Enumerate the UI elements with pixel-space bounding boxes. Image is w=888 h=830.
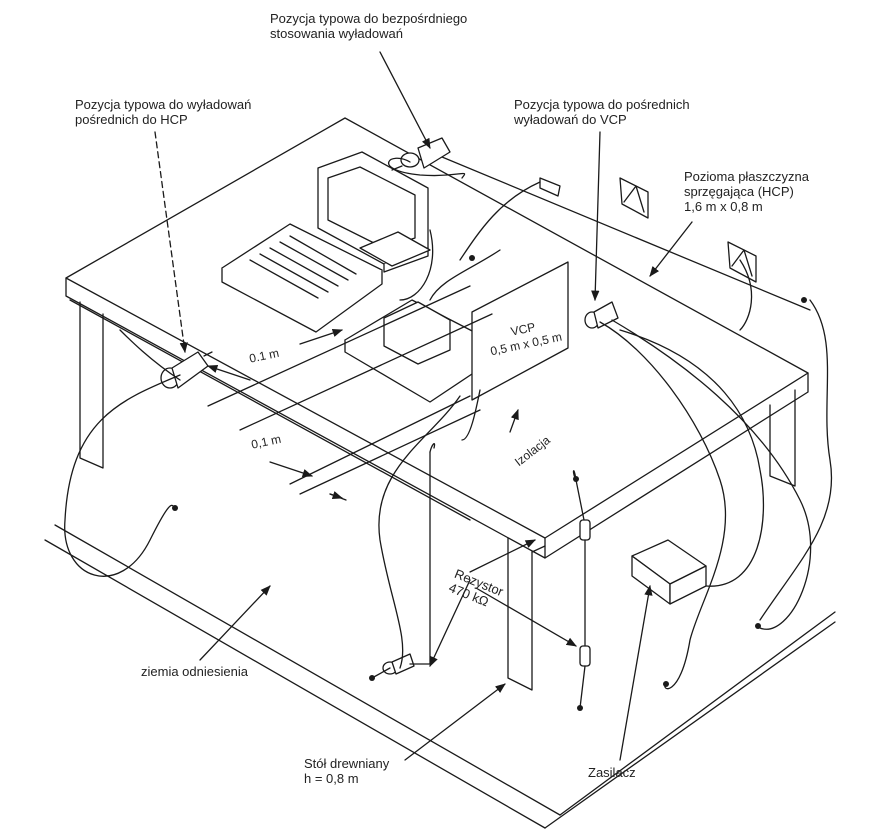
label-direct-discharge: Pozycja typowa do bezpośrdniego stosowan…	[270, 11, 467, 41]
vcp-plane	[471, 261, 569, 401]
cable-terminals	[172, 255, 807, 711]
resistor-chain	[575, 479, 591, 709]
label-direct-discharge-line2: stosowania wyładowań	[270, 26, 403, 41]
esd-gun-hcp	[160, 351, 213, 389]
label-indirect-hcp-line1: Pozycja typowa do wyładowań	[75, 97, 252, 112]
label-indirect-hcp-line2: pośrednich do HCP	[75, 112, 188, 127]
label-hcp: Pozioma płaszczyzna sprzęgająca (HCP) 1,…	[684, 169, 809, 214]
keyboard	[221, 223, 383, 333]
monitor	[317, 151, 431, 273]
hcp-plane	[69, 151, 811, 521]
label-indirect-vcp-line2: wyładowań do VCP	[514, 112, 627, 127]
label-table-line2: h = 0,8 m	[304, 771, 359, 786]
label-hcp-line2: sprzęgająca (HCP)	[684, 184, 794, 199]
label-table-line1: Stół drewniany	[304, 756, 390, 771]
label-indirect-hcp: Pozycja typowa do wyładowań pośrednich d…	[75, 97, 251, 127]
dimension-lines	[207, 285, 493, 495]
leader-lines	[154, 51, 693, 761]
label-ground: ziemia odniesienia	[141, 664, 248, 679]
label-direct-discharge-line1: Pozycja typowa do bezpośrdniego	[270, 11, 468, 26]
ground-plane	[44, 524, 836, 829]
hcp-mounts	[539, 177, 757, 283]
label-hcp-line3: 1,6 m x 0,8 m	[684, 199, 763, 214]
power-supply	[631, 539, 707, 605]
label-hcp-line1: Pozioma płaszczyzna	[684, 169, 809, 184]
label-indirect-vcp-line1: Pozycja typowa do pośrednich	[514, 97, 690, 112]
label-indirect-vcp: Pozycja typowa do pośrednich wyładowań d…	[514, 97, 690, 127]
label-power-supply: Zasilacz	[588, 765, 636, 780]
label-table: Stół drewniany h = 0,8 m	[304, 756, 389, 786]
cables	[64, 157, 833, 690]
